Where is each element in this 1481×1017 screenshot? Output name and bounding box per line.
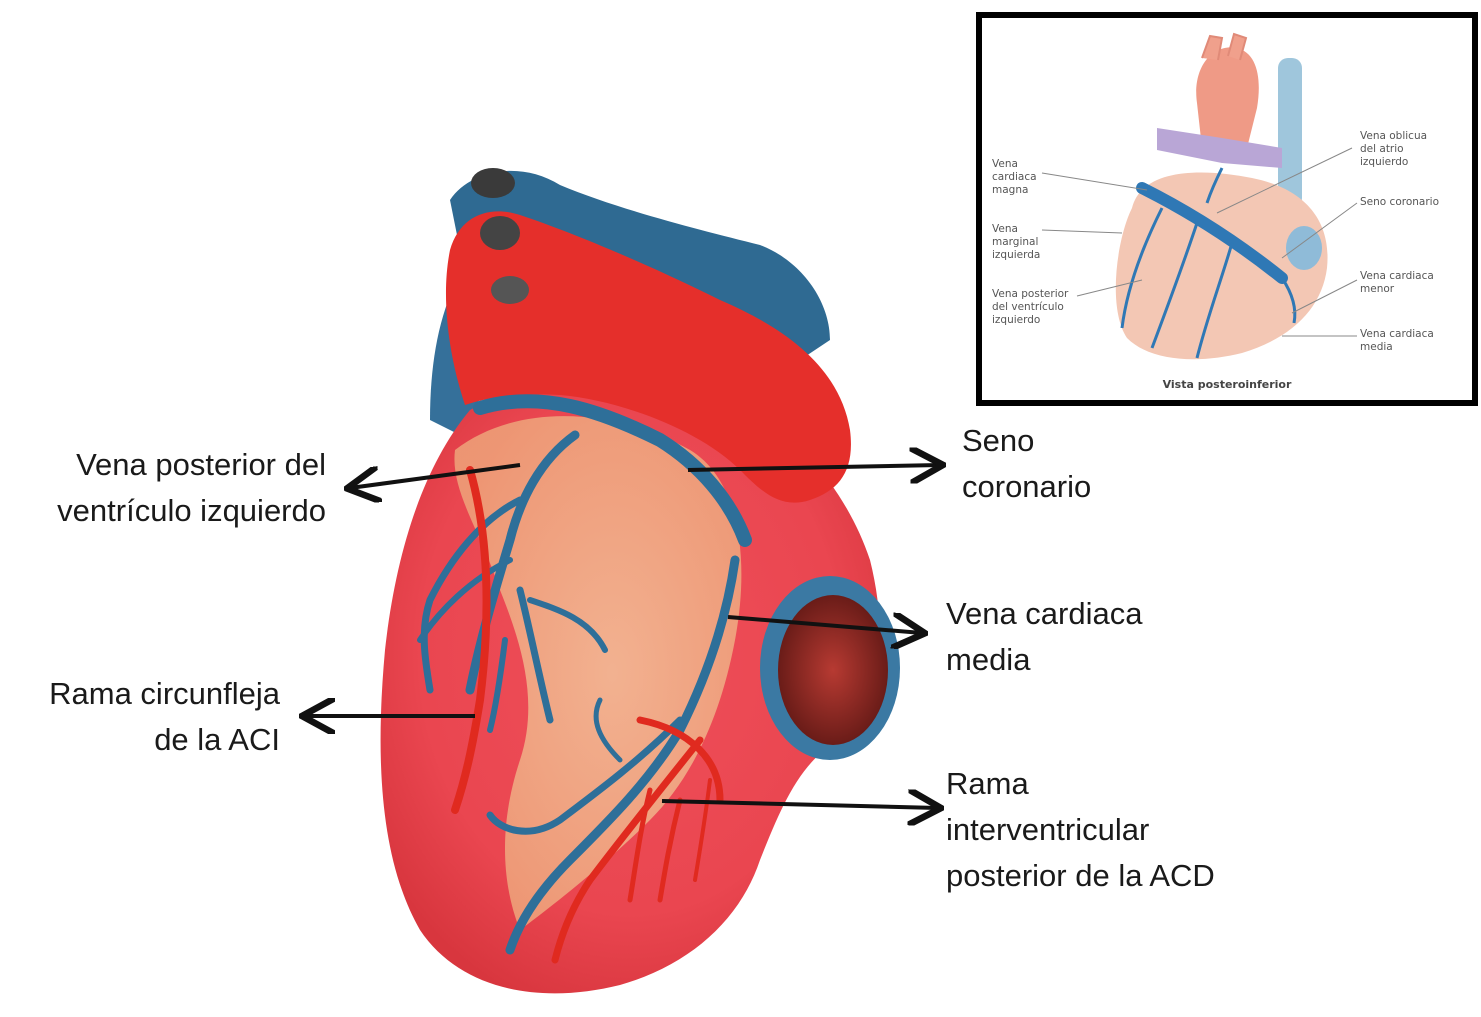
vessel-opening-1 xyxy=(471,168,515,198)
label-line: ventrículo izquierdo xyxy=(14,488,326,534)
inset-label-oblique-vein: Vena oblicua del atrio izquierdo xyxy=(1360,130,1427,169)
inset-label-line: Vena cardiaca xyxy=(1360,328,1434,341)
inset-label-line: izquierda xyxy=(992,249,1040,262)
inset-label-line: izquierdo xyxy=(992,314,1068,327)
heart-model xyxy=(381,168,900,993)
inset-label-line: izquierdo xyxy=(1360,156,1427,169)
label-line: coronario xyxy=(962,464,1091,510)
label-line: media xyxy=(946,637,1142,683)
inset-caption: Vista posteroinferior xyxy=(982,378,1472,391)
label-posterior-interventricular: Rama interventricular posterior de la AC… xyxy=(946,761,1215,899)
label-line: Rama xyxy=(946,761,1215,807)
vessel-opening-2 xyxy=(480,216,520,250)
inset-label-line: menor xyxy=(1360,283,1434,296)
label-posterior-vein: Vena posterior del ventrículo izquierdo xyxy=(14,442,326,534)
label-coronary-sinus: Seno coronario xyxy=(962,418,1091,510)
inset-label-line: Vena posterior xyxy=(992,288,1068,301)
inset-label-line: Vena cardiaca xyxy=(1360,270,1434,283)
inset-label-small-cardiac-vein: Vena cardiaca menor xyxy=(1360,270,1434,296)
label-line: Seno xyxy=(962,418,1091,464)
inset-svc xyxy=(1278,58,1302,208)
label-circumflex-branch: Rama circunfleja de la ACI xyxy=(10,671,280,763)
label-line: de la ACI xyxy=(10,717,280,763)
inset-label-coronary-sinus: Seno coronario xyxy=(1360,196,1439,209)
inset-label-great-cardiac-vein: Vena cardiaca magna xyxy=(992,158,1037,197)
inset-label-posterior-lv-vein: Vena posterior del ventrículo izquierdo xyxy=(992,288,1068,327)
inset-label-left-marginal-vein: Vena marginal izquierda xyxy=(992,223,1040,262)
inset-label-line: Vena oblicua xyxy=(1360,130,1427,143)
label-line: posterior de la ACD xyxy=(946,853,1215,899)
inset-label-line: del ventrículo xyxy=(992,301,1068,314)
inset-label-line: media xyxy=(1360,341,1434,354)
label-line: Vena posterior del xyxy=(14,442,326,488)
inset-label-line: marginal xyxy=(992,236,1040,249)
inset-figure: Vena cardiaca magna Vena marginal izquie… xyxy=(976,12,1478,406)
inset-aorta xyxy=(1196,47,1259,148)
inset-label-line: del atrio xyxy=(1360,143,1427,156)
ivc-opening xyxy=(778,595,888,745)
vessel-opening-3 xyxy=(491,276,529,304)
label-line: Rama circunfleja xyxy=(10,671,280,717)
inset-label-line: magna xyxy=(992,184,1037,197)
label-line: interventricular xyxy=(946,807,1215,853)
inset-label-line: Seno coronario xyxy=(1360,196,1439,209)
inset-label-middle-cardiac-vein: Vena cardiaca media xyxy=(1360,328,1434,354)
label-line: Vena cardiaca xyxy=(946,591,1142,637)
label-middle-cardiac-vein: Vena cardiaca media xyxy=(946,591,1142,683)
inset-label-line: Vena xyxy=(992,223,1040,236)
inset-label-line: cardiaca xyxy=(992,171,1037,184)
inset-label-line: Vena xyxy=(992,158,1037,171)
